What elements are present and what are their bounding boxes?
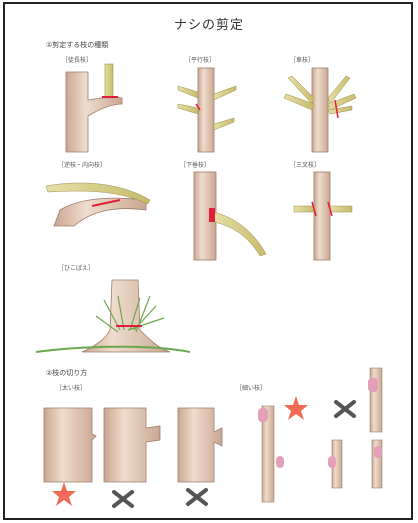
star-icon (284, 396, 308, 420)
star-icon (52, 482, 76, 506)
forked-branch-diagram (294, 172, 352, 260)
cross-icon (114, 492, 132, 506)
whorl-branch-diagram (284, 68, 356, 152)
reverse-branch-diagram (46, 183, 150, 226)
cross-icon (336, 402, 354, 416)
sucker-diagram (36, 280, 190, 352)
thick-branch-cuts (44, 408, 222, 482)
cross-icon (188, 490, 206, 504)
drooping-branch-diagram (194, 172, 266, 260)
thin-branch-cuts (258, 368, 382, 502)
parallel-branch-diagram (178, 68, 236, 152)
water-sprout-diagram (66, 64, 122, 152)
